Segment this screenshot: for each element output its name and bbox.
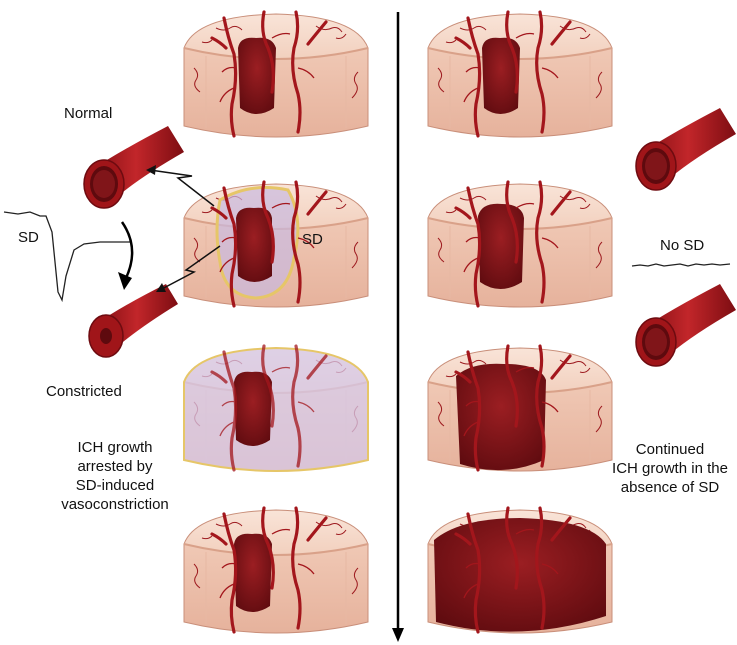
left-caption-line: vasoconstriction (40, 495, 190, 514)
block-right-4 (428, 508, 612, 633)
right-caption-line: absence of SD (604, 478, 736, 497)
sd-trace (4, 212, 130, 300)
block-right-3 (428, 346, 612, 471)
block-left-2 (184, 182, 368, 307)
sd-wave-zone (184, 348, 368, 471)
vessel-normal-left (84, 126, 184, 208)
label-sd-block: SD (302, 230, 323, 249)
block-left-3 (184, 346, 368, 471)
label-normal: Normal (64, 104, 112, 123)
label-no-sd: No SD (660, 236, 704, 255)
right-caption-line: Continued (604, 440, 736, 459)
left-caption-line: SD-induced (40, 476, 190, 495)
hematoma (234, 372, 272, 446)
block-right-1 (428, 12, 612, 137)
vessel-normal-right-lower (636, 284, 736, 366)
hematoma (482, 38, 520, 114)
label-sd-trace: SD (18, 228, 39, 247)
timeline-arrowhead (392, 628, 404, 642)
flat-trace (632, 264, 730, 266)
hematoma (238, 38, 276, 114)
vessel-constricted (89, 284, 178, 357)
constriction-arrow (122, 222, 132, 278)
block-left-1 (184, 12, 368, 137)
block-left-4 (184, 508, 368, 633)
right-caption-line: ICH growth in the (604, 459, 736, 478)
right-caption: Continued ICH growth in the absence of S… (604, 440, 736, 497)
block-right-2 (428, 182, 612, 307)
left-caption-line: ICH growth (40, 438, 190, 457)
label-constricted: Constricted (46, 382, 122, 401)
left-caption: ICH growth arrested by SD-induced vasoco… (40, 438, 190, 514)
vessel-normal-right-upper (636, 108, 736, 190)
hematoma (234, 534, 272, 612)
arrowhead (118, 272, 132, 290)
left-caption-line: arrested by (40, 457, 190, 476)
hematoma (236, 208, 272, 282)
